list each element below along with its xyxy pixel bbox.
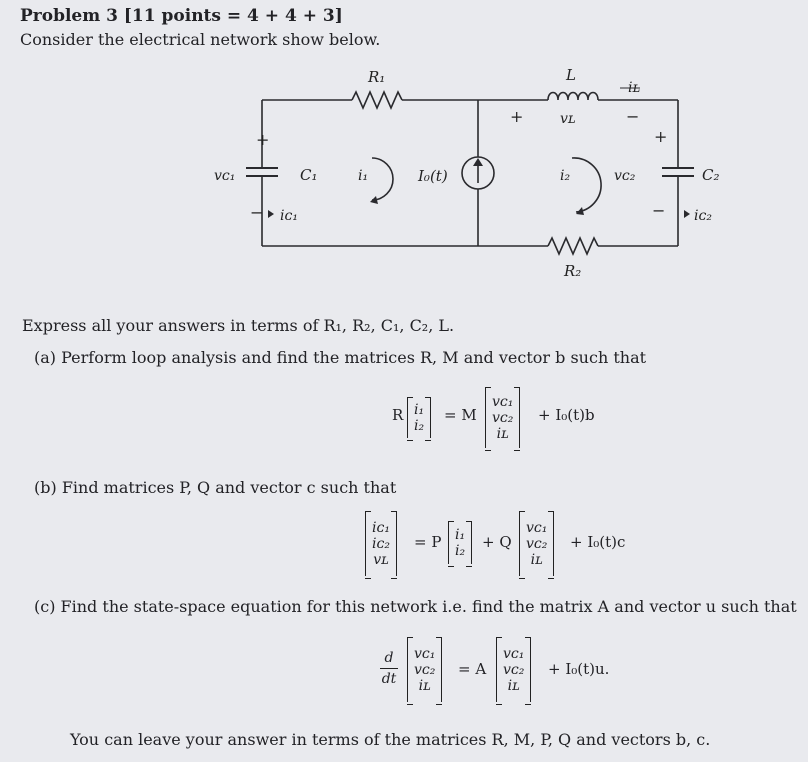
label-c2: C₂ <box>702 166 720 184</box>
eq-b-tail: + I₀(t)c <box>570 533 626 551</box>
loop-i2-arrow <box>571 157 602 213</box>
express-statement: Express all your answers in terms of R₁,… <box>22 316 455 335</box>
label-c1: C₁ <box>300 166 318 184</box>
inductor-l <box>547 91 599 101</box>
label-vc2: vᴄ₂ <box>614 168 636 184</box>
label-ic2: iᴄ₂ <box>694 208 712 224</box>
label-i2: i₂ <box>560 168 570 184</box>
resistor-r1 <box>351 90 403 110</box>
eq-c-equals-a: = A <box>458 660 487 678</box>
label-c1-minus: − <box>250 203 263 222</box>
label-i1: i₁ <box>358 168 368 184</box>
label-c2-plus: + <box>654 127 667 146</box>
eq-a-tail: + I₀(t)b <box>538 406 595 424</box>
label-c1-plus: + <box>256 130 269 149</box>
label-vl: vʟ <box>560 111 576 127</box>
problem-intro: Consider the electrical network show bel… <box>20 30 381 49</box>
label-r1: R₁ <box>367 68 385 86</box>
label-ic1: iᴄ₁ <box>280 208 298 224</box>
label-r2: R₂ <box>563 262 581 280</box>
label-vl-minus: − <box>626 107 639 126</box>
eq-a-equals-m: = M <box>444 406 477 424</box>
label-source: I₀(t) <box>417 167 448 185</box>
eq-c-tail: + I₀(t)u. <box>548 660 610 678</box>
part-a-text: (a) Perform loop analysis and find the m… <box>34 348 647 367</box>
part-c-text: (c) Find the state-space equation for th… <box>34 597 797 616</box>
eq-b-equals-p: = P <box>414 533 442 551</box>
current-source <box>461 156 495 190</box>
loop-i1-arrow <box>371 157 394 201</box>
label-l: L <box>565 66 576 84</box>
resistor-r2 <box>547 236 599 256</box>
part-b-text: (b) Find matrices P, Q and vector c such… <box>34 478 397 497</box>
problem-title: Problem 3 [11 points = 4 + 4 + 3] <box>20 6 343 26</box>
label-c2-minus: − <box>652 201 665 220</box>
eq-b-plus-q: + Q <box>482 533 512 551</box>
label-vl-plus: + <box>510 107 523 126</box>
eq-a-r: R <box>392 406 404 424</box>
footer-note: You can leave your answer in terms of th… <box>70 730 711 749</box>
label-il: iʟ <box>628 80 640 96</box>
circuit-diagram: R₁ L iʟ vʟ + − + − vᴄ₁ C₁ iᴄ₁ i₁ I₀(t) i… <box>214 66 720 280</box>
label-vc1: vᴄ₁ <box>214 168 235 184</box>
